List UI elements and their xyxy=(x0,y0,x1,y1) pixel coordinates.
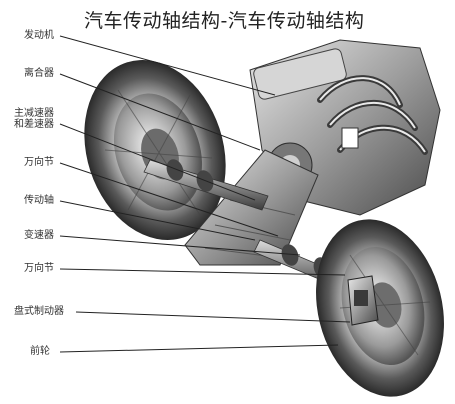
label-final-drive-line2: 和差速器 xyxy=(14,119,54,130)
label-universal-joint-2: 万向节 xyxy=(24,263,54,274)
front-wheel xyxy=(316,219,444,397)
label-engine: 发动机 xyxy=(24,30,54,41)
label-final-drive: 主减速器 和差速器 xyxy=(14,108,54,130)
label-clutch: 离合器 xyxy=(24,68,54,79)
label-disc-brake: 盘式制动器 xyxy=(14,306,64,317)
leader-lines xyxy=(59,35,351,353)
rear-half-shaft xyxy=(143,159,269,211)
disc-brake xyxy=(347,275,379,326)
label-gearbox: 变速器 xyxy=(24,230,54,241)
label-drive-shaft: 传动轴 xyxy=(24,195,54,206)
label-front-wheel: 前轮 xyxy=(30,346,50,357)
label-final-drive-line1: 主减速器 xyxy=(14,108,54,119)
label-universal-joint-1: 万向节 xyxy=(24,157,54,168)
page-title: 汽车传动轴结构-汽车传动轴结构 xyxy=(84,6,365,33)
